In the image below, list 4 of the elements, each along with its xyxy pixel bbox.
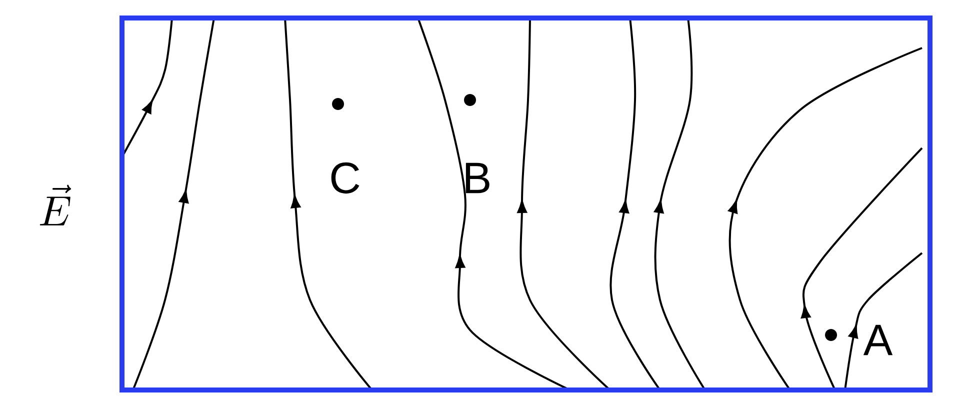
- point-label: C: [331, 162, 360, 194]
- point-label: A: [863, 324, 893, 356]
- point-label: B: [466, 162, 490, 194]
- field-symbol: $\vec{E}$: [40, 184, 72, 226]
